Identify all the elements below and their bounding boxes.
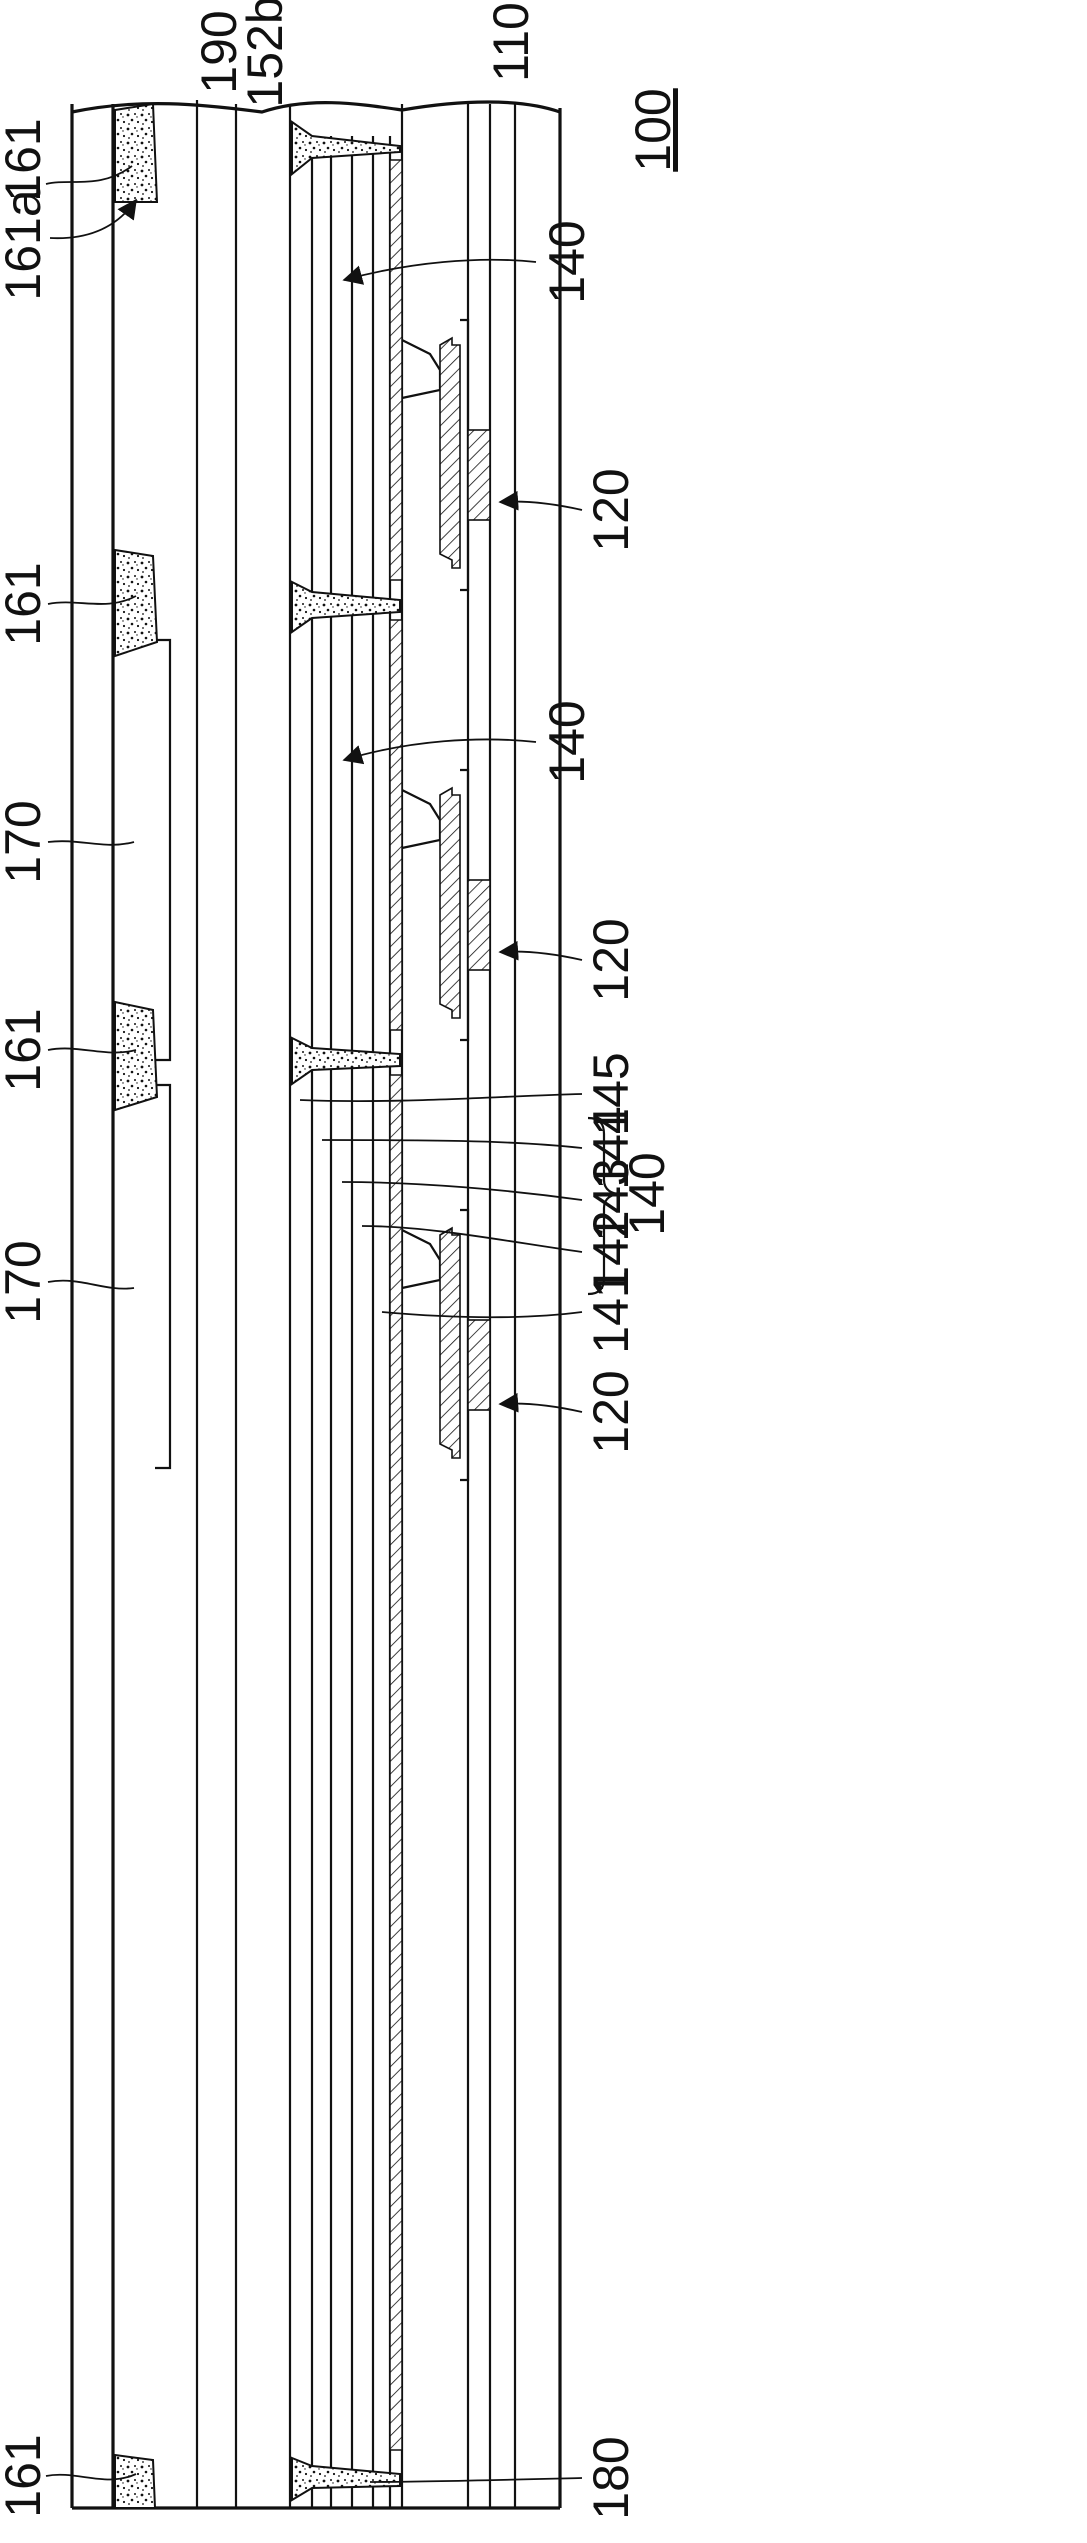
- black-matrix-161-top: [115, 104, 157, 202]
- gate-top: [468, 430, 490, 520]
- leader-143: [342, 1182, 582, 1200]
- tft-contact-via: [402, 790, 440, 848]
- leader-120-bottom: [500, 1404, 582, 1412]
- pixel-electrode-3: [390, 1075, 402, 2450]
- source-drain-top: [440, 338, 460, 568]
- spacer-180-4: [292, 2458, 400, 2500]
- spacer-180-1: [292, 122, 400, 174]
- channel-top: [460, 320, 468, 590]
- color-filter-layers: [155, 640, 170, 1468]
- leader-170-low: [48, 1281, 134, 1289]
- color-filter-170-lower: [155, 1085, 170, 1468]
- color-filter-170-upper: [155, 640, 170, 1060]
- label-161-low: 161: [0, 1008, 51, 1091]
- pixel-electrode-2: [390, 620, 402, 1030]
- spacer-180-3: [292, 1038, 400, 1084]
- label-110: 110: [483, 2, 539, 82]
- label-140-top: 140: [539, 220, 595, 303]
- label-180: 180: [583, 2436, 639, 2519]
- label-170-top: 170: [0, 800, 51, 883]
- channel-mid: [460, 770, 468, 1040]
- leader-170-top: [48, 841, 134, 845]
- label-figure-100: 100: [625, 88, 681, 171]
- label-170-low: 170: [0, 1240, 51, 1323]
- gate-bottom: [468, 1320, 490, 1410]
- leader-120-mid: [500, 952, 582, 960]
- leader-145: [300, 1094, 582, 1101]
- label-120-bottom: 120: [583, 1370, 639, 1453]
- spacers: [292, 122, 400, 2500]
- leader-141: [382, 1312, 582, 1317]
- label-140-group: 140: [619, 1152, 675, 1235]
- tft-units: [402, 320, 490, 1480]
- black-matrix-161-mid: [115, 550, 157, 656]
- leader-161a: [50, 200, 136, 238]
- label-120-mid: 120: [583, 918, 639, 1001]
- pixel-electrode-1: [390, 160, 402, 580]
- tft-120-top: [402, 320, 490, 590]
- label-152b: 152b: [237, 0, 293, 108]
- tft-120-mid: [402, 770, 490, 1040]
- label-161a: 161a: [0, 189, 51, 300]
- source-drain-mid: [440, 788, 460, 1018]
- tft-contact-via: [402, 1230, 440, 1288]
- label-161-mid: 161: [0, 562, 51, 645]
- black-matrix-161-bottom: [115, 2455, 155, 2508]
- label-140-mid: 140: [539, 700, 595, 783]
- pixel-electrodes: [390, 160, 402, 2450]
- leader-120-top: [500, 502, 582, 510]
- labels: 161 161a 190 152b 110 100 140 120 161 14…: [0, 0, 681, 2520]
- leader-lines: [46, 166, 620, 2482]
- label-161-top: 161: [0, 118, 51, 201]
- gate-mid: [468, 880, 490, 970]
- label-161-bottom: 161: [0, 2434, 51, 2517]
- tft-120-bottom: [402, 1210, 490, 1480]
- black-matrix-161-low: [115, 1002, 157, 1110]
- channel-bottom: [460, 1210, 468, 1480]
- leader-144: [322, 1140, 582, 1148]
- label-141: 141: [583, 1270, 639, 1353]
- label-120-top: 120: [583, 468, 639, 551]
- spacer-180-2: [292, 582, 400, 632]
- black-matrix-blocks: [115, 104, 157, 2508]
- tft-contact-via: [402, 340, 440, 398]
- source-drain-bottom: [440, 1228, 460, 1458]
